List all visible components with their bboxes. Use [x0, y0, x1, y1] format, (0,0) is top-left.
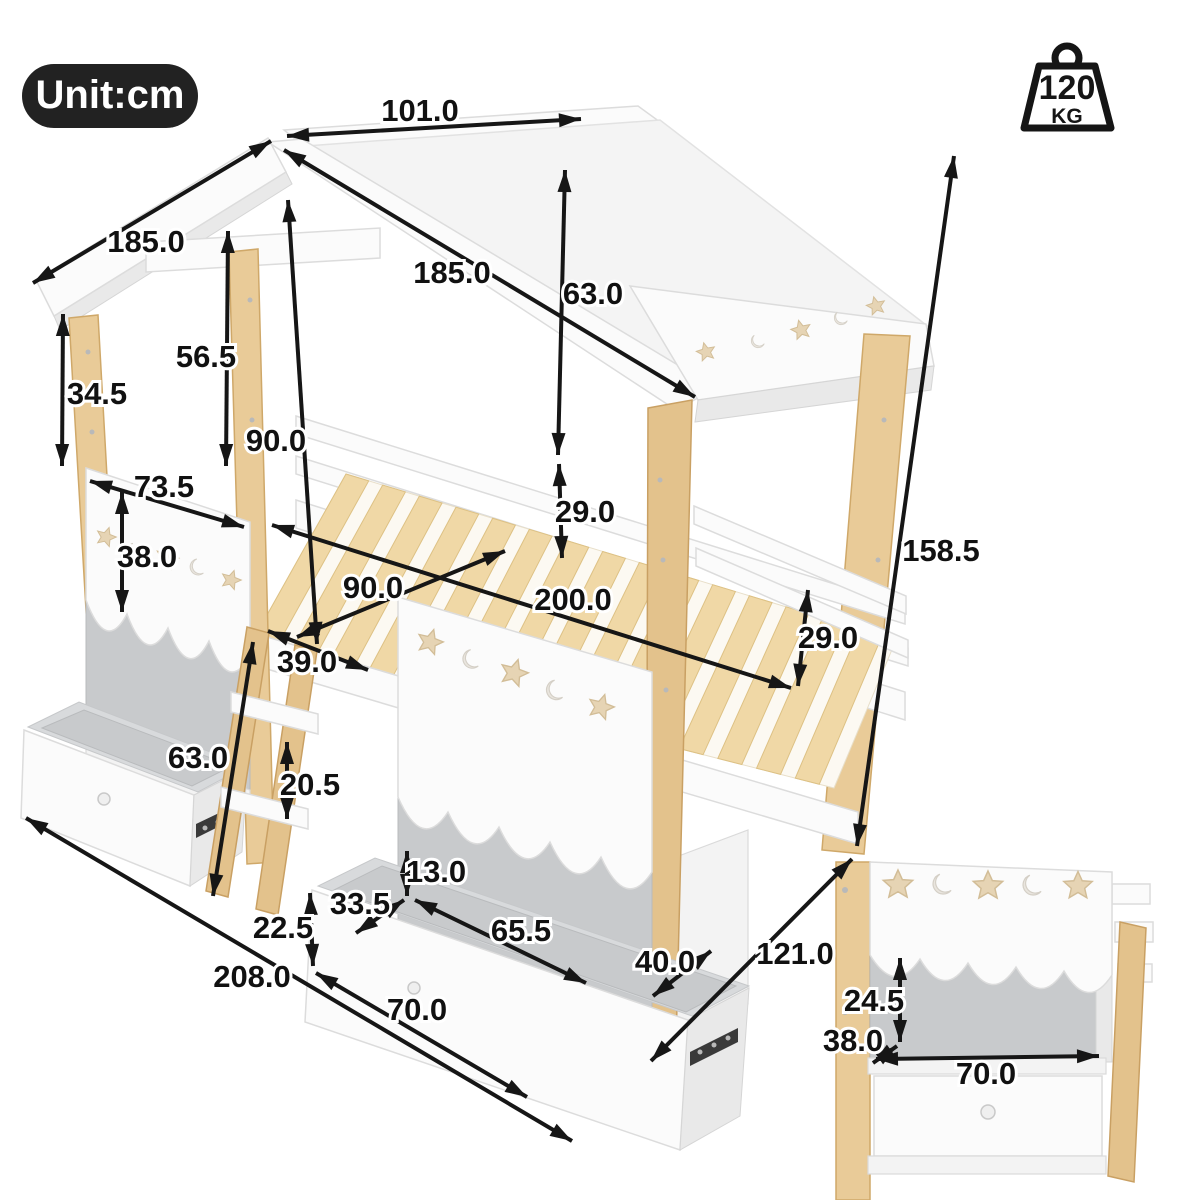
dim-inset-depth-label: 38.0: [823, 1023, 883, 1058]
unit-badge-pill: [22, 64, 198, 128]
dim-bottom-clearance-label: 22.5: [253, 910, 313, 945]
dim-platform-height-label: 90.0: [246, 423, 306, 458]
unit-badge-label: Unit:cm: [36, 73, 185, 117]
dim-side-depth-label: 40.0: [635, 944, 695, 979]
dim-roof-top-width-line: [286, 113, 582, 142]
dim-ladder-length-label: 63.0: [168, 740, 228, 775]
dim-step-spacing-label: 20.5: [280, 767, 340, 802]
dim-roof-height-line: [551, 169, 572, 456]
dim-rail-gap-right-line: [793, 589, 813, 687]
weight-unit: KG: [1051, 105, 1083, 128]
inset-panel: [869, 861, 1113, 994]
dim-roof-slope-right-line: [282, 148, 697, 399]
weight-body: [1020, 62, 1115, 132]
dim-eave-to-panel-height-label: 34.5: [67, 376, 127, 411]
inset-detail-view: [835, 861, 1154, 1200]
dim-inset-width-line: [875, 1049, 1100, 1066]
dim-cubby-offset-label: 39.0: [277, 644, 337, 679]
dim-roof-height-label: 63.0: [563, 276, 623, 311]
dim-eave-to-panel-height-line: [55, 313, 70, 467]
dim-bed-total-depth-label: 121.0: [756, 936, 834, 971]
dim-drawer-front-depth-line: [354, 898, 406, 935]
dim-drawer-inner-length-line: [414, 898, 587, 985]
dim-roof-slope-left-label: 185.0: [107, 224, 185, 259]
inset-drawer-knob: [980, 1104, 996, 1120]
inset-rail-tab-1: [1111, 883, 1151, 905]
dim-bed-length-label: 200.0: [534, 582, 612, 617]
dim-drawer-width-label: 70.0: [387, 992, 447, 1027]
dim-drawer-lip-height-label: 13.0: [406, 854, 466, 889]
dim-roof-slope-right-label: 185.0: [413, 255, 491, 290]
dim-post-to-panel-height-line: [219, 230, 235, 467]
dim-post-to-panel-height-label: 56.5: [176, 339, 236, 374]
weight-value: 120: [1039, 69, 1096, 107]
dim-total-length-label: 208.0: [213, 959, 291, 994]
dim-drawer-inner-length-label: 65.5: [491, 913, 551, 948]
inset-ladder-rail: [1107, 921, 1147, 1183]
dim-cubby-offset-line: [267, 629, 369, 672]
dim-inset-shelf-height-label: 24.5: [844, 983, 904, 1018]
dim-inset-width-label: 70.0: [956, 1056, 1016, 1091]
dim-total-height-label: 158.5: [902, 533, 980, 568]
dim-headboard-width-label: 73.5: [134, 469, 194, 504]
dim-rail-gap-center-line: [552, 463, 569, 559]
dim-total-height-line: [853, 155, 958, 847]
weight-capacity-icon: 120 KG: [1020, 42, 1115, 132]
dim-panel-height-label: 38.0: [117, 539, 177, 574]
dimension-annotations: 101.0 185.0 185.0 63.0 56.5 34.5 90.0 73.5 38.0 9…: [24, 90, 1100, 1143]
dim-roof-slope-left-line: [31, 139, 273, 285]
dim-rail-gap-right-label: 29.0: [798, 620, 858, 655]
dim-drawer-front-depth-label: 33.5: [330, 886, 390, 921]
dim-bed-width-label: 90.0: [343, 570, 403, 605]
dim-rail-gap-center-label: 29.0: [555, 494, 615, 529]
inset-drawer-base: [867, 1155, 1107, 1175]
dim-drawer-width-line: [314, 971, 529, 1099]
dim-bed-length-line: [271, 523, 792, 690]
dim-headboard-width-line: [89, 479, 245, 529]
dim-bed-total-depth-line: [649, 857, 854, 1063]
unit-badge: Unit:cm: [22, 64, 198, 128]
drawer-left-knob: [97, 792, 111, 806]
dim-roof-top-width-label: 101.0: [381, 93, 459, 128]
